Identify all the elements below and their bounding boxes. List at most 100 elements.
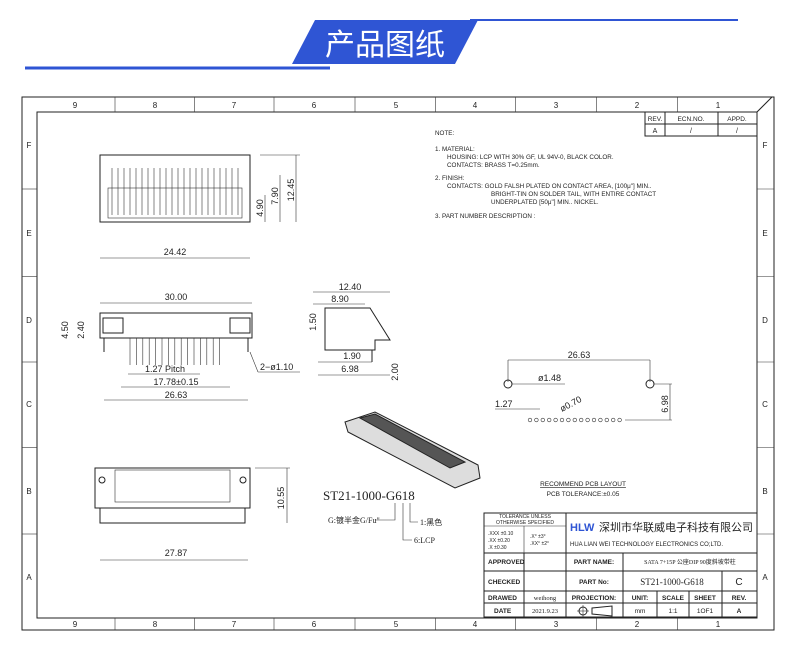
top-view: 24.42 12.45 7.90 4.90	[99, 154, 300, 259]
column-label: 9	[73, 101, 78, 110]
column-label: 5	[394, 620, 399, 629]
pcb-hole	[585, 417, 590, 423]
projection-label: PROJECTION:	[572, 595, 616, 602]
title-block: TOLERANCE UNLESS OTHERWISE SPECIFIED .XX…	[483, 512, 758, 618]
appd-header: APPD.	[727, 116, 747, 123]
drawer-name: weihong	[534, 595, 557, 602]
company-name-cn: 深圳市华联威电子科技有限公司	[599, 520, 753, 534]
column-label: 1	[716, 620, 721, 629]
dim-label: 12.45	[286, 179, 296, 202]
date-label: DATE	[494, 608, 512, 615]
rev-header: REV.	[648, 116, 663, 123]
pcb-hole	[617, 417, 622, 423]
note-line: 1. MATERIAL:	[435, 146, 475, 153]
pcb-layout-title: RECOMMEND PCB LAYOUT	[540, 481, 626, 488]
column-label: 5	[394, 101, 399, 110]
column-label: 2	[635, 620, 640, 629]
dim-label: 8.90	[331, 294, 349, 304]
row-label: D	[26, 316, 32, 325]
pcb-layout: 26.63 ø1.48 1.27 ø0.70 6.98 RECOMMEND PC…	[495, 350, 672, 498]
drawed-label: DRAWED	[488, 595, 517, 602]
dim-label: 6.98	[660, 395, 670, 413]
tolerance-value: .XXX ±0.10	[488, 531, 513, 537]
dim-label: 1.50	[308, 313, 318, 331]
column-label: 4	[473, 101, 478, 110]
dim-label: 4.50	[60, 321, 70, 339]
column-label: 7	[232, 101, 237, 110]
pcb-hole	[598, 417, 603, 423]
note-line: HOUSING: LCP WITH 30% GF, UL 94V-0, BLAC…	[447, 154, 614, 161]
dim-label: 2−ø1.10	[260, 362, 293, 372]
note-line: 3. PART NUMBER DESCRIPTION :	[435, 213, 536, 220]
pcb-hole	[591, 417, 597, 423]
row-label: E	[26, 229, 31, 238]
notes-title: NOTE:	[435, 130, 454, 137]
header-banner: 产品图纸	[25, 19, 738, 70]
dim-label: 24.42	[164, 247, 187, 257]
column-label: 6	[312, 620, 317, 629]
part-number-description: ST21-1000-G618 G:镀半金G/Fu" 6:LCP 1:黑色	[323, 488, 442, 545]
tolerance-title: TOLERANCE UNLESS	[499, 514, 552, 520]
sheet-label: SHEET	[694, 595, 716, 602]
dim-label: 26.63	[568, 350, 591, 360]
part-no-label: PART No:	[579, 579, 609, 586]
company-logo: HLW	[570, 522, 595, 534]
dim-label: 27.87	[165, 548, 188, 558]
rev-value: A	[737, 608, 742, 615]
dim-label: ø0.70	[558, 394, 583, 414]
row-label: F	[763, 141, 768, 150]
column-label: 9	[73, 620, 78, 629]
row-label: A	[26, 573, 32, 582]
front-view: 30.00 4.50 2.40 1.27 Pitch 17.78±0.15 26…	[60, 292, 300, 401]
column-label: 2	[635, 101, 640, 110]
notes: NOTE: 1. MATERIAL: HOUSING: LCP WITH 30%…	[435, 130, 656, 220]
dim-label: 7.90	[270, 187, 280, 205]
column-label: 8	[153, 101, 158, 110]
note-line: 2. FINISH:	[435, 175, 465, 182]
company-name-en: HUA LIAN WEI TECHNOLOGY ELECTRONICS CO;L…	[570, 542, 723, 548]
part-code-6-label: 6:LCP	[414, 536, 435, 545]
dim-label: 17.78±0.15	[154, 377, 199, 387]
column-label: 8	[153, 620, 158, 629]
tolerance-title: OTHERWISE SPECIFIED	[496, 520, 554, 526]
unit-value: mm	[635, 608, 646, 615]
pcb-hole	[527, 417, 533, 423]
row-label: A	[762, 573, 768, 582]
dim-label: ø1.48	[538, 373, 561, 383]
note-line: UNDERPLATED [50μ"] MIN.. NICKEL.	[491, 199, 599, 206]
dim-label: 6.98	[341, 364, 359, 374]
dim-label: 10.55	[276, 487, 286, 510]
row-label: C	[762, 400, 768, 409]
pcb-hole	[547, 417, 552, 423]
pcb-hole	[611, 417, 616, 423]
approved-label: APPROVED	[488, 559, 525, 566]
side-view: 12.40 8.90 1.50 1.90 6.98 2.00	[308, 282, 400, 381]
dim-label: 1.27 Pitch	[145, 364, 185, 374]
column-label: 3	[554, 620, 559, 629]
row-label: B	[26, 487, 31, 496]
isometric-view	[344, 411, 481, 489]
note-line: CONTACTS: GOLD FALSH PLATED ON CONTACT A…	[447, 183, 652, 190]
dim-label: 26.63	[165, 390, 188, 400]
scale-label: SCALE	[662, 595, 685, 602]
part-name-value: SATA 7+15P 公座DIP 90度斜坡带柱	[644, 558, 736, 566]
column-label: 4	[473, 620, 478, 629]
part-code-g-label: G:镀半金G/Fu"	[328, 515, 380, 525]
part-no-value: ST21-1000-G618	[640, 577, 704, 587]
checked-label: CHECKED	[488, 579, 520, 586]
tolerance-value: .XX° ±2°	[530, 541, 549, 547]
scale-value: 1:1	[668, 608, 677, 615]
pcb-hole	[566, 417, 571, 423]
unit-label: UNIT:	[632, 595, 649, 602]
part-name-label: PART NAME:	[574, 559, 614, 566]
column-label: 3	[554, 101, 559, 110]
dim-label: 2.40	[76, 321, 86, 339]
pcb-hole	[534, 417, 539, 423]
part-code-1-label: 1:黑色	[420, 517, 442, 527]
tolerance-value: .X° ±3°	[530, 534, 546, 540]
revision-table: REV. ECN.NO. APPD. A / /	[644, 96, 773, 137]
part-rev-value: C	[735, 577, 742, 588]
